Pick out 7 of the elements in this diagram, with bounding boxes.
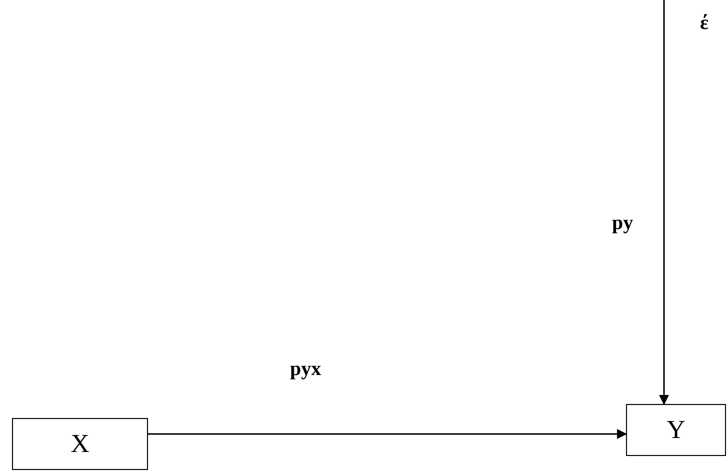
arrow bbox=[659, 0, 669, 405]
process-box: X bbox=[12, 418, 148, 470]
symbol-label: έ bbox=[700, 12, 709, 35]
arrow bbox=[148, 429, 627, 439]
process-box: Y bbox=[626, 404, 726, 456]
edge-label: py bbox=[612, 212, 634, 235]
edge-label: pyx bbox=[290, 358, 322, 381]
